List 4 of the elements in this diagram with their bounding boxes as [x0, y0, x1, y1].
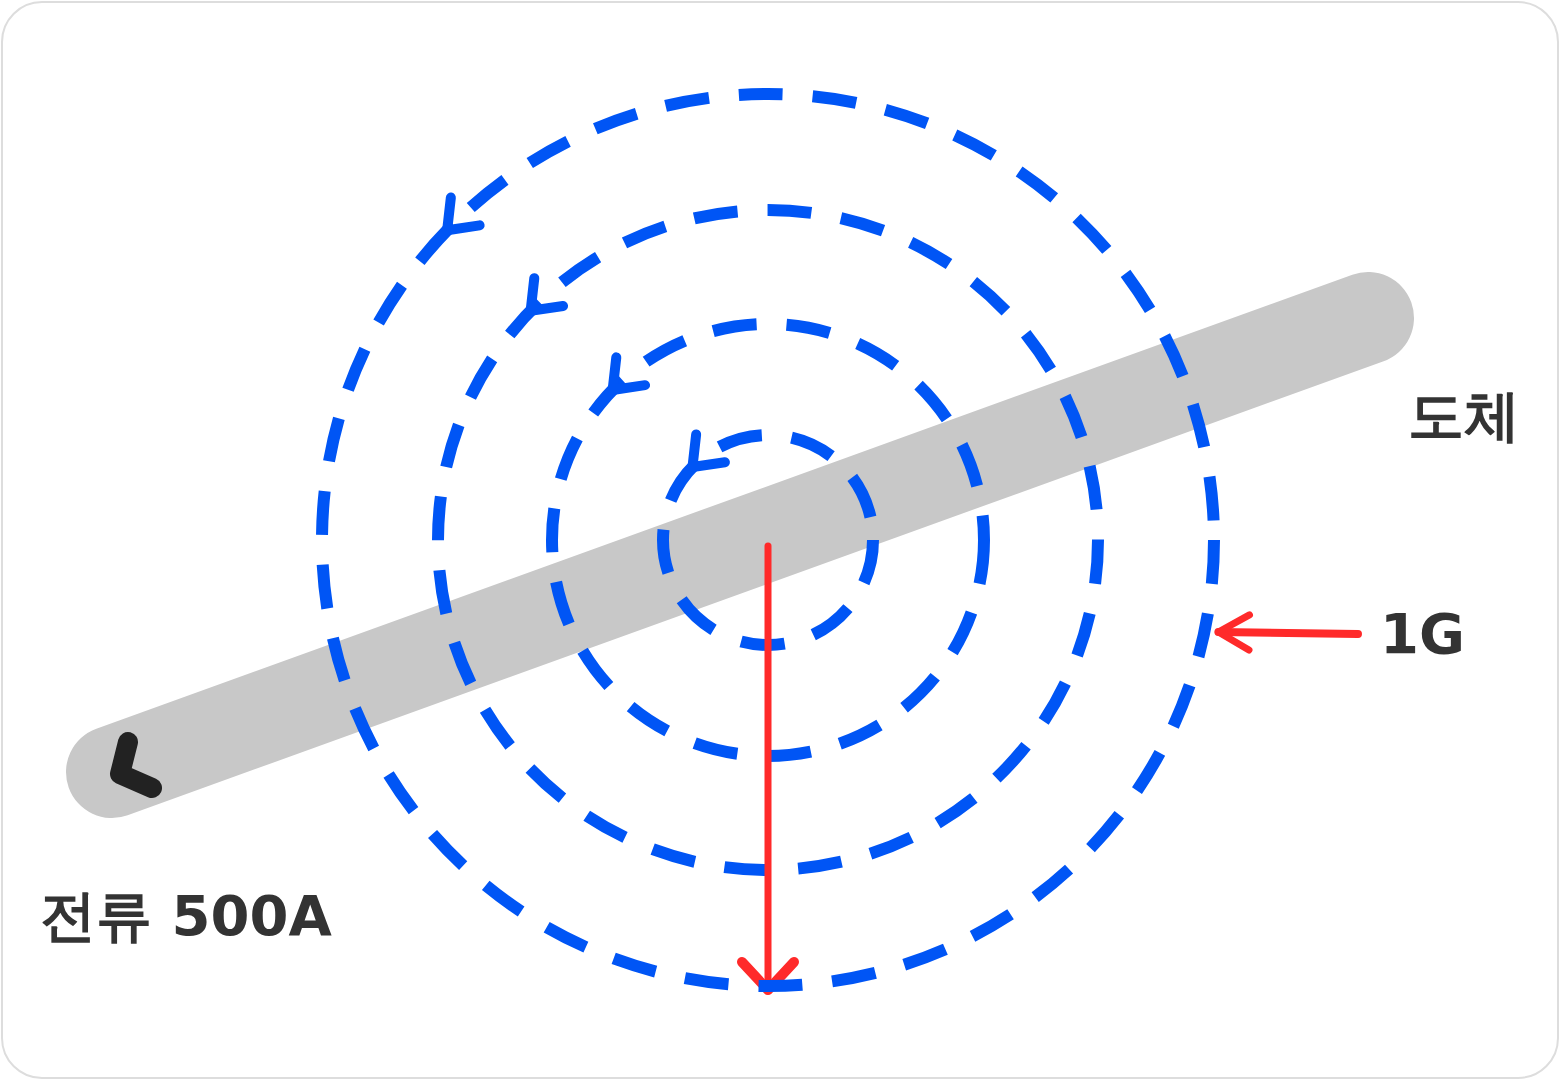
arrow: [1214, 611, 1362, 654]
value-label: 1G: [1380, 606, 1465, 662]
text-label: 도체: [1408, 388, 1520, 444]
text-label: 전류 500A: [40, 888, 332, 944]
